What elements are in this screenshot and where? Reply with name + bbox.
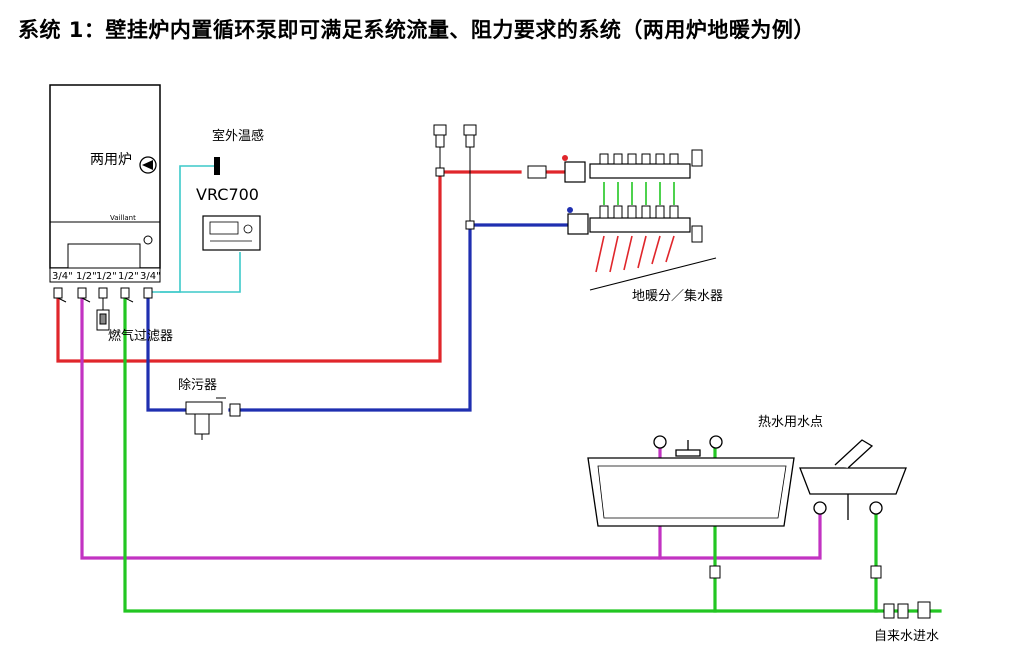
port-size-label: 3/4"	[52, 271, 73, 282]
controller-label: VRC700	[196, 185, 259, 204]
water-valves	[709, 565, 931, 619]
diagram-title: 系统 1：壁挂炉内置循环泵即可满足系统流量、阻力要求的系统（两用炉地暖为例）	[18, 18, 815, 42]
cold-water-inlet-label: 自来水进水	[874, 629, 939, 644]
air-vent-icon	[433, 124, 477, 230]
dirt-separator-icon	[185, 397, 241, 440]
outdoor-sensor-label: 室外温感	[212, 128, 264, 144]
floor-manifold[interactable]	[527, 149, 717, 291]
gas-filter-icon	[96, 298, 110, 331]
floor-manifold-label: 地暖分／集水器	[632, 288, 723, 304]
brand-logo: Vaillant	[110, 214, 136, 222]
port-size-label: 1/2"	[118, 271, 139, 282]
sensor-wire	[150, 165, 241, 293]
port-sizes: 3/4" 1/2" 1/2" 1/2" 3/4"	[52, 271, 161, 282]
dirt-separator-label: 除污器	[178, 378, 217, 393]
boiler-label: 两用炉	[90, 152, 132, 168]
gas-filter-label: 燃气过滤器	[108, 328, 173, 344]
boiler-unit[interactable]: Vaillant	[49, 84, 161, 283]
port-size-label: 1/2"	[96, 271, 117, 282]
sink-icon	[799, 439, 907, 520]
port-size-label: 1/2"	[76, 271, 97, 282]
outdoor-sensor-icon	[214, 157, 220, 175]
bathtub-icon	[587, 435, 795, 527]
controller-icon[interactable]	[202, 215, 261, 251]
cold-water-pipe	[123, 294, 942, 613]
hot-water-points-label: 热水用水点	[758, 415, 823, 430]
port-size-label: 3/4"	[140, 271, 161, 282]
